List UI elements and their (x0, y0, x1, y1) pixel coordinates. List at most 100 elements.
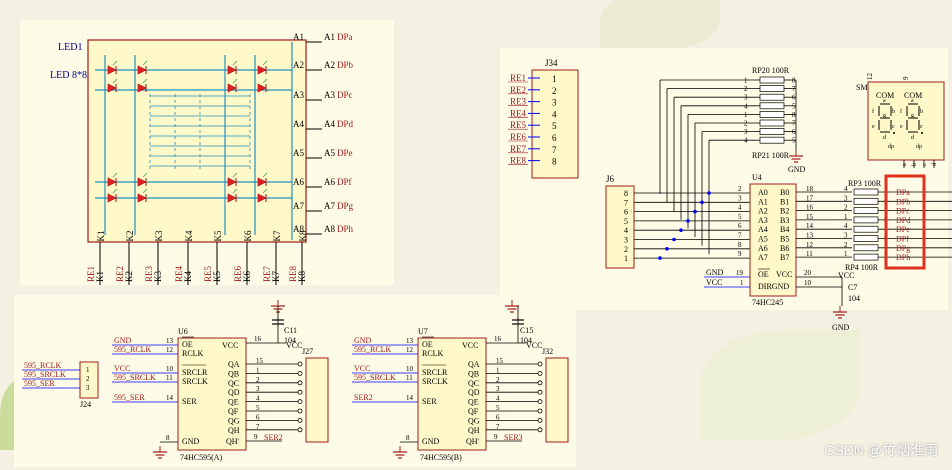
resistor (759, 111, 785, 118)
cathode-pin-label: K7 (272, 230, 282, 241)
u595-out-pin: QF (468, 407, 479, 416)
u4-vcc: VCC (776, 270, 792, 279)
j32-ref: J32 (542, 347, 553, 356)
resistor (853, 216, 879, 224)
anode-net-label: DPf (337, 177, 352, 187)
junction (700, 200, 704, 205)
dp-net-label: DPc (896, 207, 910, 216)
anode-net-label: DPb (337, 60, 354, 70)
vcc-u4-label: VCC (838, 271, 854, 280)
junction (679, 228, 683, 232)
led-ray (112, 60, 118, 66)
j27-ref: J27 (302, 347, 313, 356)
gnd-label: GND (788, 165, 806, 174)
seg-d: d (911, 135, 914, 141)
led-cathode-pins: K1K1RE1K2K2RE2K3K3RE3K4K4RE4K5K5RE5K6K6R… (86, 230, 308, 285)
rp-right-pin: 7 (792, 85, 796, 93)
u4-a-pin: A7 (758, 253, 768, 262)
resistor (853, 225, 879, 233)
u595-left-num: 12 (166, 346, 174, 354)
u4-body (749, 183, 797, 297)
u4-b-num: 11 (806, 250, 813, 258)
u595-out-num: 15 (496, 357, 504, 365)
rp3-left-pin: 3 (844, 194, 848, 202)
u595-left-pin: SRCLR (422, 368, 448, 377)
rp-left-pin: 3 (744, 128, 748, 136)
c7-val: 104 (848, 294, 860, 303)
u595-out-num: 6 (256, 413, 260, 421)
rp-left-pin: 4 (744, 102, 748, 110)
led-diode (137, 193, 147, 203)
u595-out-pin: QA (468, 360, 480, 369)
junction (707, 191, 711, 195)
seg-f: f (900, 108, 902, 115)
connector-pin (537, 389, 543, 395)
gnd-c7-label: GND (832, 323, 850, 332)
u595-out-pin: QG (468, 416, 480, 425)
u595-left-pin: OE (182, 340, 193, 349)
c11-val: 104 (284, 336, 296, 345)
u595-out-num: 6 (496, 413, 500, 421)
cathode-net-pin: K5 (212, 271, 222, 282)
led-diode (137, 83, 147, 93)
j24-net-label: 595_SRCLK (24, 370, 66, 379)
connector-pin (537, 417, 543, 423)
u595-out-pin: QD (468, 388, 480, 397)
dp-highlight-box (884, 174, 926, 270)
resistor (853, 244, 879, 252)
j34-net-label: RE1 (510, 73, 526, 83)
u4-dirgnd: DIRGND (758, 282, 789, 291)
seg-f: f (872, 108, 874, 115)
led-ray (112, 172, 118, 178)
u595-out-pin: QD (228, 388, 240, 397)
u4-a-num: 8 (738, 241, 742, 249)
u4-b-pin: B4 (780, 225, 789, 234)
junction (658, 256, 662, 260)
rp-right-pin: 6 (792, 94, 796, 102)
cathode-net-pin: K3 (153, 271, 163, 282)
cathode-net-pin: K1 (95, 271, 105, 282)
u4-b-pin: B2 (780, 207, 789, 216)
smg-pin-9: 9 (902, 76, 910, 80)
led-ref: LED1 (58, 42, 82, 53)
u4-a-pin: A5 (758, 235, 768, 244)
j32-body (545, 357, 569, 443)
anode-net-label: DPa (337, 32, 353, 42)
led-diode (257, 193, 267, 203)
cathode-net-label: RE8 (288, 265, 298, 282)
u4-b-num: 16 (806, 204, 814, 212)
rp3-left-pin: 1 (844, 250, 848, 258)
u4-oe: OE (758, 270, 769, 279)
dp-dot (893, 132, 895, 134)
j24-net-label: 595_SER (24, 379, 55, 388)
rp-right-pin: 5 (792, 137, 796, 145)
rp-right-pin: 8 (792, 77, 796, 85)
anode-net-pin: A2 (324, 60, 335, 70)
u595-left-net: 595_RCLK (114, 345, 152, 354)
j34-pin-number: 4 (552, 109, 557, 119)
smg-com-2: COM (904, 91, 922, 100)
j34-pin-number: 3 (552, 98, 557, 108)
seg-g: g (911, 113, 914, 119)
junction (693, 209, 697, 214)
led-ray (262, 188, 268, 194)
junction (686, 219, 690, 223)
rp-right-pin: 6 (792, 128, 796, 136)
led-matrix-body (87, 39, 307, 243)
resistor (759, 128, 785, 135)
u595-left-pin: SER (422, 397, 437, 406)
u4-b-pin: B3 (780, 216, 789, 225)
led-diode (107, 65, 117, 75)
j34-pin-number: 7 (552, 145, 557, 155)
rp3-left-pin: 1 (844, 213, 848, 221)
u595-left-num: 12 (406, 346, 414, 354)
rp20-ref: RP20 100R (752, 66, 790, 75)
cathode-net-label: RE2 (115, 266, 125, 282)
led-diode (107, 83, 117, 93)
u595-qhp-net: SER3 (504, 433, 523, 442)
led-ray (232, 188, 238, 194)
j34-net-label: RE4 (510, 108, 527, 118)
j34-net-label: RE3 (510, 97, 527, 107)
